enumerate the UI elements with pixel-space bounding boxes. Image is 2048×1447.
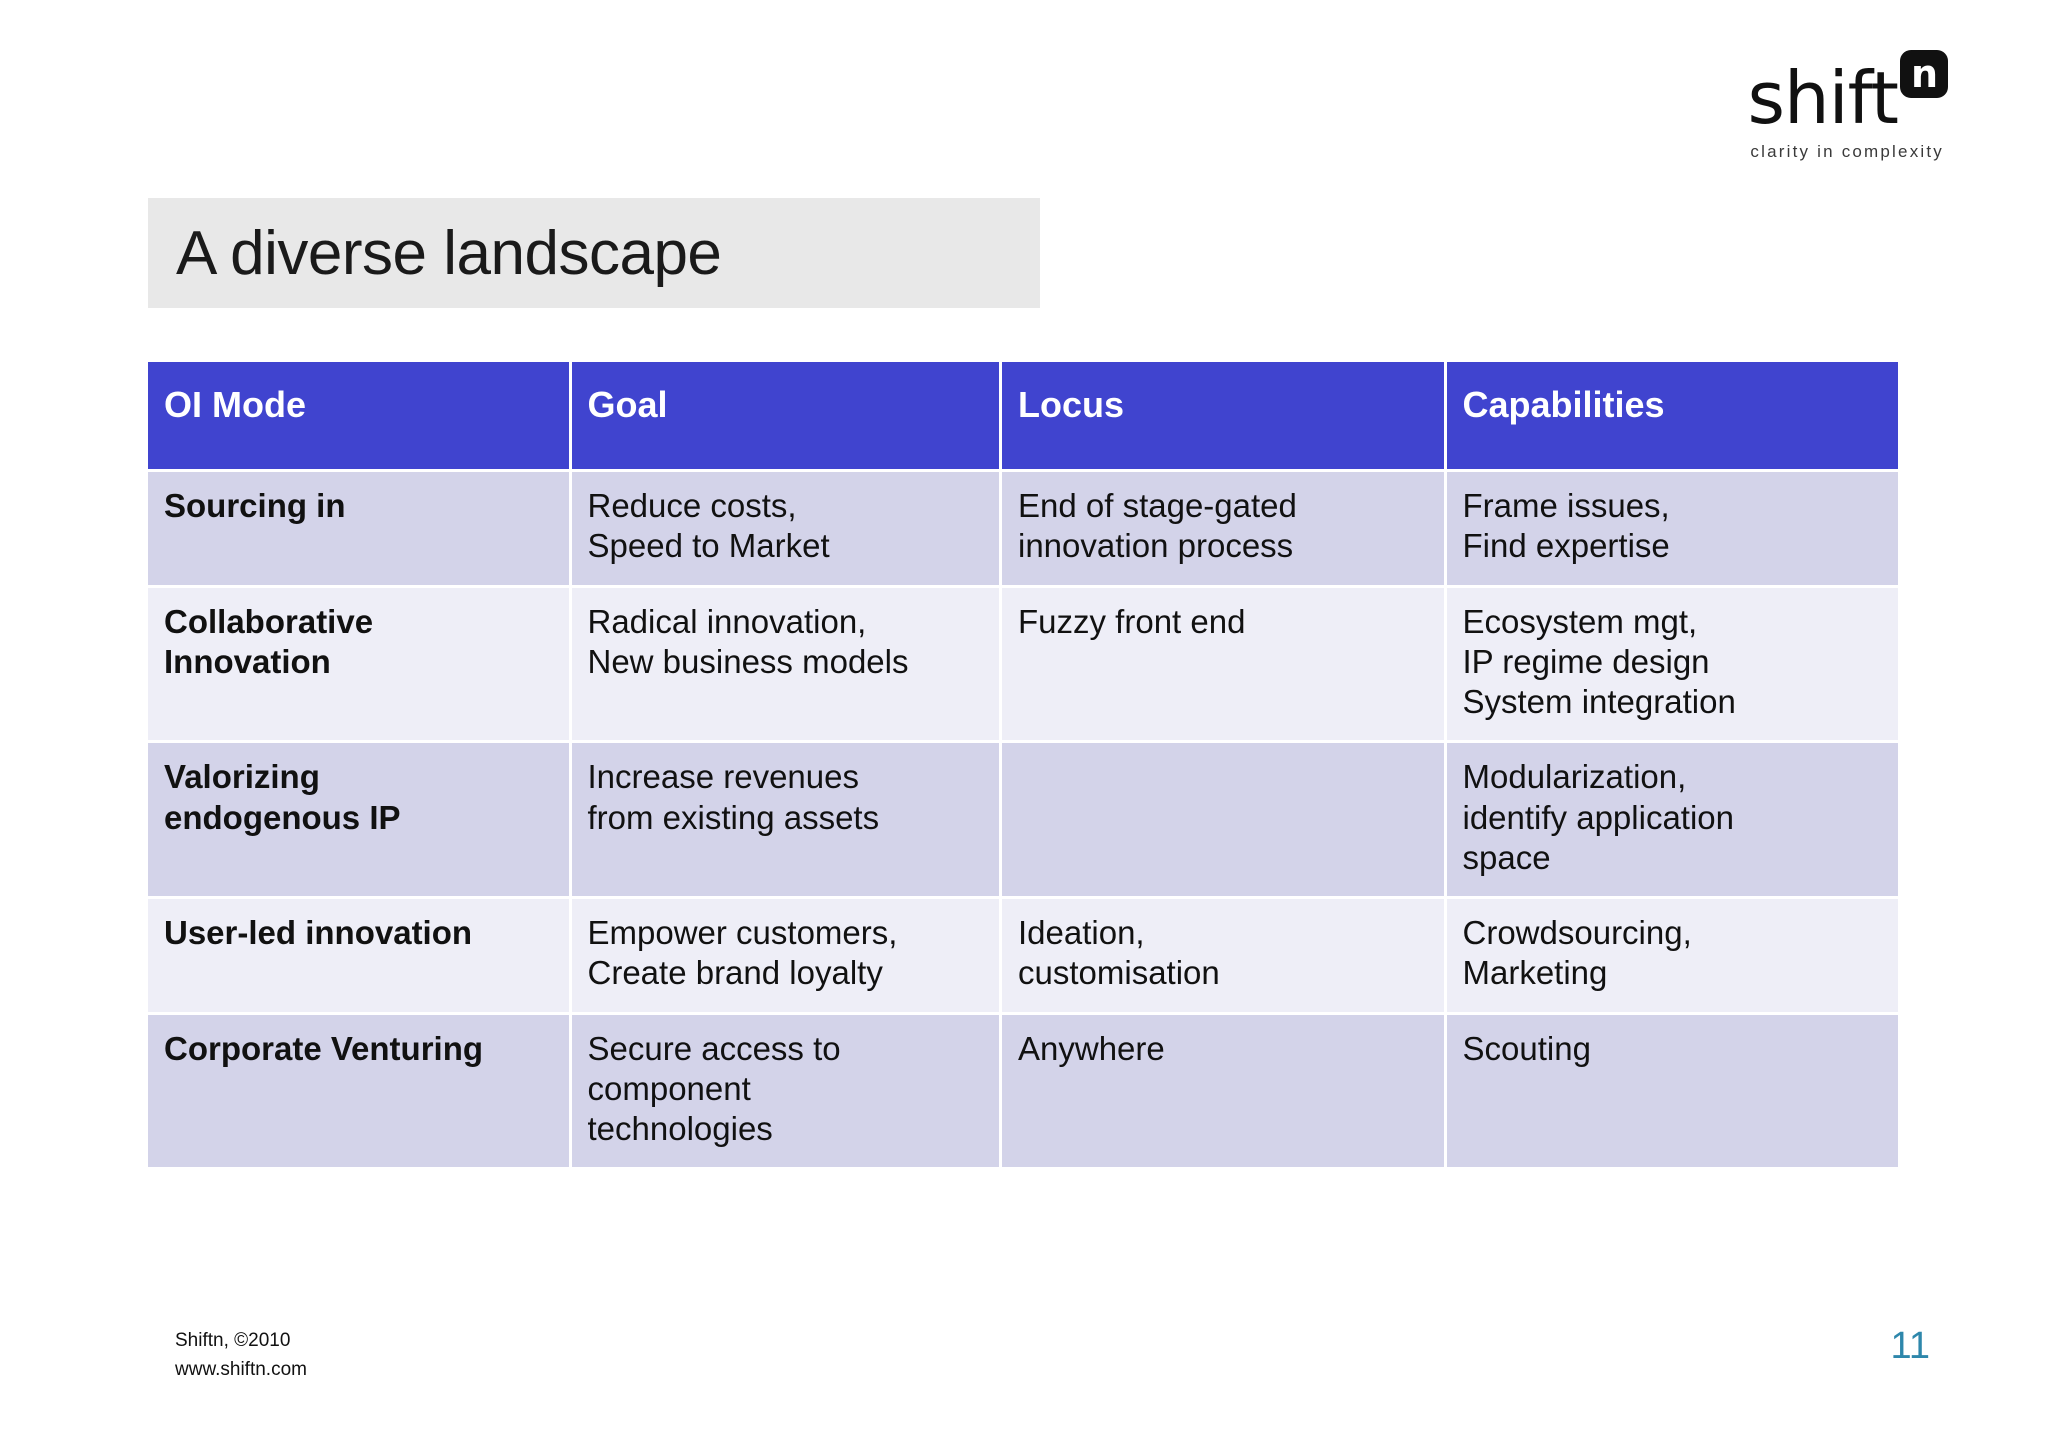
cell-line: Ideation,	[1018, 914, 1145, 951]
footer-copyright: Shiftn, ©2010	[175, 1330, 291, 1351]
cell-line: Valorizing	[164, 758, 320, 796]
cell-line: Ecosystem mgt,	[1462, 602, 1698, 640]
cell-capabilities: Crowdsourcing,Marketing	[1446, 899, 1898, 1015]
column-header-oi-mode: OI Mode	[148, 362, 572, 472]
cell-line: customisation	[1018, 954, 1220, 992]
cell-line: Marketing	[1462, 954, 1608, 992]
footer-website: www.shiftn.com	[175, 1358, 307, 1380]
cell-goal: Radical innovation,New business models	[571, 587, 1002, 744]
cell-line: space	[1462, 838, 1551, 876]
cell-capabilities: Scouting	[1446, 1014, 1898, 1168]
page-title: A diverse landscape	[176, 218, 722, 288]
cell-line: Modularization,	[1462, 758, 1687, 796]
cell-goal: Reduce costs,Speed to Market	[571, 472, 1002, 588]
cell-line: Corporate Venturing	[164, 1029, 484, 1067]
cell-line: technologies	[587, 1110, 773, 1147]
column-header-locus: Locus	[1002, 362, 1447, 472]
cell-line: component	[587, 1069, 751, 1107]
cell-line: identify application	[1462, 798, 1735, 836]
cell-locus: Fuzzy front end	[1002, 587, 1447, 744]
cell-line: Scouting	[1462, 1029, 1591, 1067]
cell-line: Frame issues,	[1462, 487, 1670, 524]
cell-locus	[1002, 743, 1447, 899]
table-header-row: OI Mode Goal Locus Capabilities	[148, 362, 1898, 472]
cell-oi-mode: Corporate Venturing	[148, 1014, 572, 1168]
cell-line: innovation process	[1018, 527, 1294, 565]
title-band: A diverse landscape	[148, 198, 1040, 308]
cell-line: Innovation	[164, 642, 331, 680]
page-number: 11	[1890, 1325, 1930, 1367]
column-header-capabilities: Capabilities	[1446, 362, 1898, 472]
cell-line: Create brand loyalty	[587, 954, 883, 992]
cell-goal: Empower customers,Create brand loyalty	[571, 899, 1002, 1015]
cell-line: Crowdsourcing,	[1462, 914, 1692, 951]
footer-credits: Shiftn, ©2010 www.shiftn.com	[175, 1327, 307, 1384]
cell-line: End of stage-gated	[1018, 487, 1297, 524]
cell-line: Secure access to	[587, 1029, 841, 1067]
logo-wordmark: shift n	[1748, 50, 1948, 134]
cell-oi-mode: User-led innovation	[148, 899, 572, 1015]
cell-line: User-led innovation	[164, 914, 473, 951]
cell-line: New business models	[587, 642, 909, 680]
cell-line: Sourcing in	[164, 487, 346, 524]
cell-line: endogenous IP	[164, 798, 401, 836]
column-header-goal: Goal	[571, 362, 1002, 472]
cell-oi-mode: Sourcing in	[148, 472, 572, 588]
cell-line: from existing assets	[587, 798, 880, 836]
cell-line: Speed to Market	[587, 527, 830, 565]
cell-line: IP regime design	[1462, 642, 1710, 680]
oi-modes-table: OI Mode Goal Locus Capabilities Sourcing…	[148, 362, 1898, 1168]
cell-line: Empower customers,	[587, 914, 898, 951]
logo-superscript-n-badge: n	[1900, 50, 1948, 98]
cell-line: Find expertise	[1462, 527, 1670, 565]
cell-line: Anywhere	[1018, 1029, 1165, 1067]
cell-line: Increase revenues	[587, 758, 860, 796]
brand-logo: shift n clarity in complexity	[1648, 50, 1948, 162]
table-row: User-led innovation Empower customers,Cre…	[148, 899, 1898, 1015]
cell-line: System integration	[1462, 683, 1736, 720]
cell-locus: Ideation,customisation	[1002, 899, 1447, 1015]
logo-tagline: clarity in complexity	[1750, 142, 1944, 161]
cell-capabilities: Frame issues,Find expertise	[1446, 472, 1898, 588]
cell-locus: Anywhere	[1002, 1014, 1447, 1168]
cell-line: Reduce costs,	[587, 487, 797, 524]
cell-line: Collaborative	[164, 602, 374, 640]
cell-line: Radical innovation,	[587, 602, 867, 640]
cell-line: Fuzzy front end	[1018, 602, 1246, 640]
logo-wordmark-text: shift	[1747, 56, 1899, 140]
